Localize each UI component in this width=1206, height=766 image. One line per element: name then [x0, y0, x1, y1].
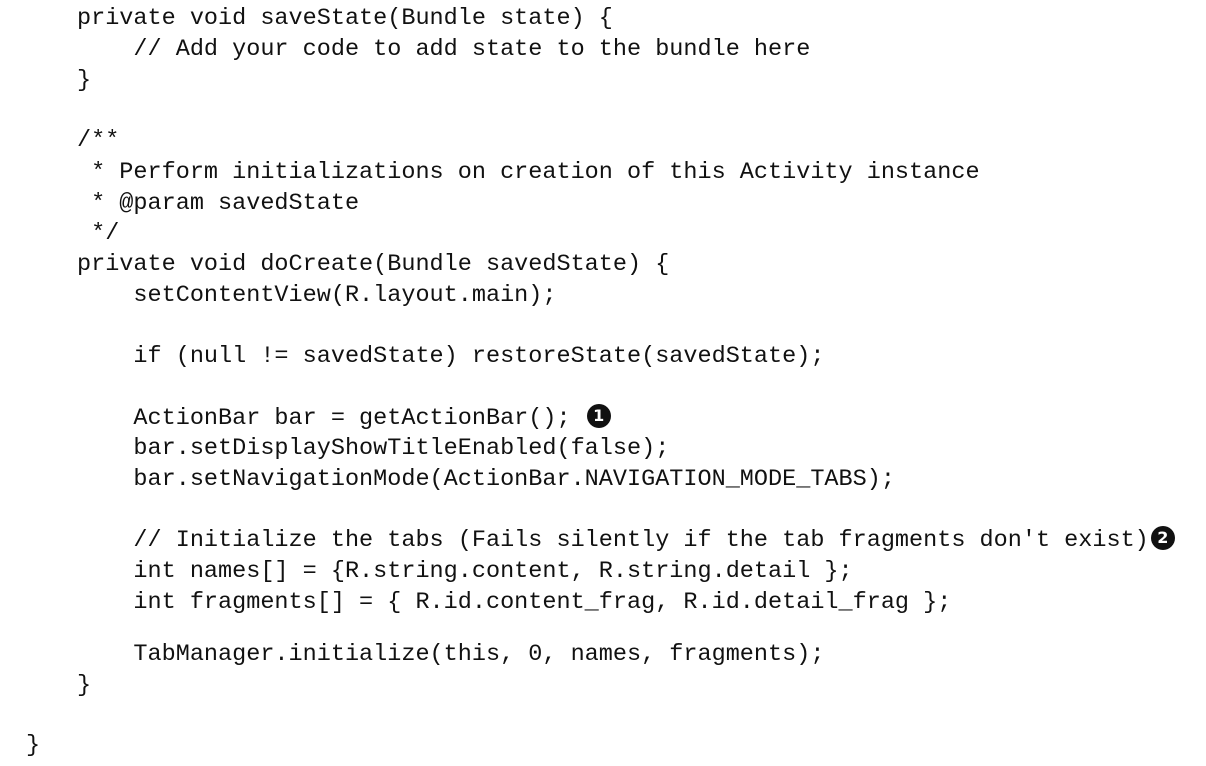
code-line: /**: [77, 127, 120, 154]
callout-marker: 2: [1150, 525, 1175, 550]
code-line: // Add your code to add state to the bun…: [77, 36, 811, 63]
code-line: TabManager.initialize(this, 0, names, fr…: [77, 641, 825, 668]
code-line: setContentView(R.layout.main);: [77, 282, 557, 309]
code-line: */: [77, 220, 120, 247]
callout-marker: 1: [586, 403, 611, 428]
code-line: }: [26, 732, 41, 759]
code-text: ActionBar bar = getActionBar();: [77, 405, 571, 432]
code-line: private void doCreate(Bundle savedState)…: [77, 251, 670, 278]
code-line: }: [77, 67, 92, 94]
code-line: int fragments[] = { R.id.content_frag, R…: [77, 589, 952, 616]
code-line: bar.setNavigationMode(ActionBar.NAVIGATI…: [77, 466, 895, 493]
code-line: }: [77, 672, 92, 699]
code-line: private void saveState(Bundle state) {: [77, 5, 613, 32]
code-text: // Initialize the tabs (Fails silently i…: [77, 527, 1149, 554]
code-line: bar.setDisplayShowTitleEnabled(false);: [77, 435, 670, 462]
code-line-with-callout: ActionBar bar = getActionBar(); 1: [77, 403, 611, 434]
code-line: int names[] = {R.string.content, R.strin…: [77, 558, 853, 585]
code-line: if (null != savedState) restoreState(sav…: [77, 343, 825, 370]
code-line-with-callout: // Initialize the tabs (Fails silently i…: [77, 525, 1175, 556]
code-line: * @param savedState: [77, 190, 360, 217]
code-line: * Perform initializations on creation of…: [77, 159, 980, 186]
